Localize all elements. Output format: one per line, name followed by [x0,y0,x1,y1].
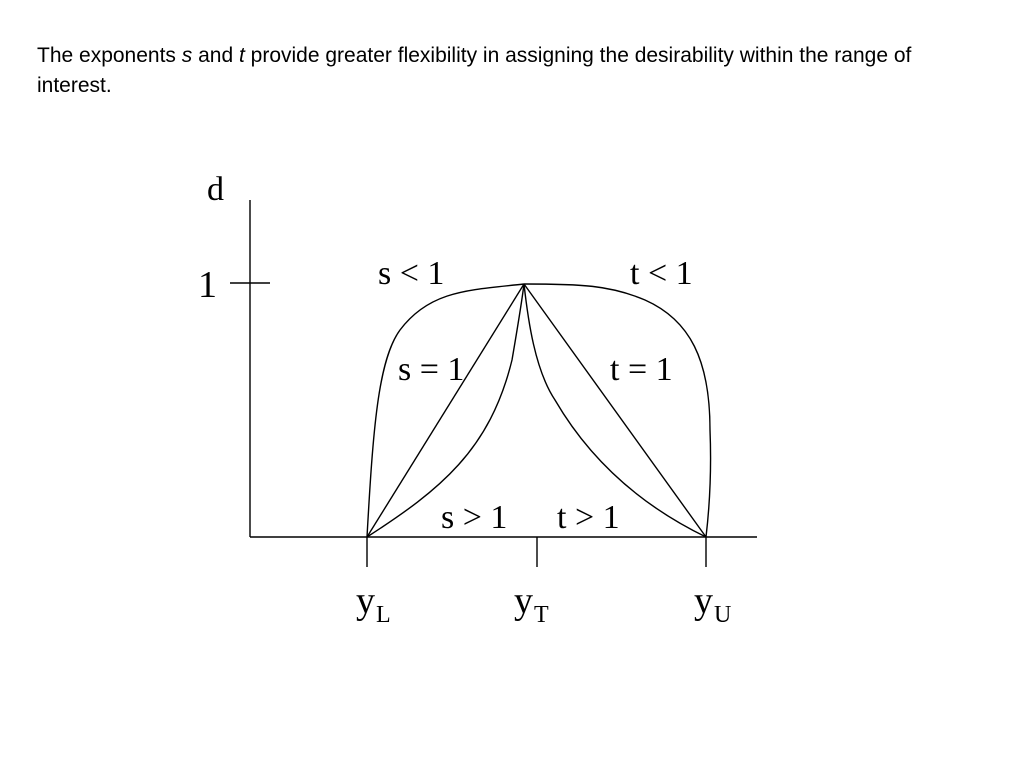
caption-part-3: provide greater flexibility in assigning… [37,44,912,97]
curve-s-gt-1 [366,283,525,538]
curve-s-eq-1 [366,283,525,538]
label-s-eq-1: s = 1 [398,351,464,388]
y-axis-label: d [207,171,224,208]
curve-t-gt-1 [523,283,707,538]
x-label-lower-base: y [356,580,375,622]
x-label-target: y T [514,580,549,628]
caption-text: The exponents s and t provide greater fl… [37,41,987,101]
x-label-upper-sub: U [714,602,731,628]
curve-s-lt-1 [366,283,525,538]
caption-s: s [181,44,193,67]
caption-t: t [238,44,245,67]
x-label-target-sub: T [534,602,549,628]
x-label-lower-sub: L [376,602,391,628]
label-t-lt-1: t < 1 [630,255,693,292]
caption-part-2: and [192,44,239,67]
label-t-eq-1: t = 1 [610,351,673,388]
x-label-target-base: y [514,580,533,622]
x-label-upper-base: y [694,580,713,622]
curve-t-eq-1 [523,283,707,538]
label-t-gt-1: t > 1 [557,499,620,536]
caption-part-1: The exponents [37,44,182,67]
curve-t-lt-1 [523,283,712,538]
y-tick-label: 1 [198,264,217,306]
label-s-lt-1: s < 1 [378,255,444,292]
label-s-gt-1: s > 1 [441,499,507,536]
x-label-upper: y U [694,580,731,628]
x-label-lower: y L [356,580,391,628]
